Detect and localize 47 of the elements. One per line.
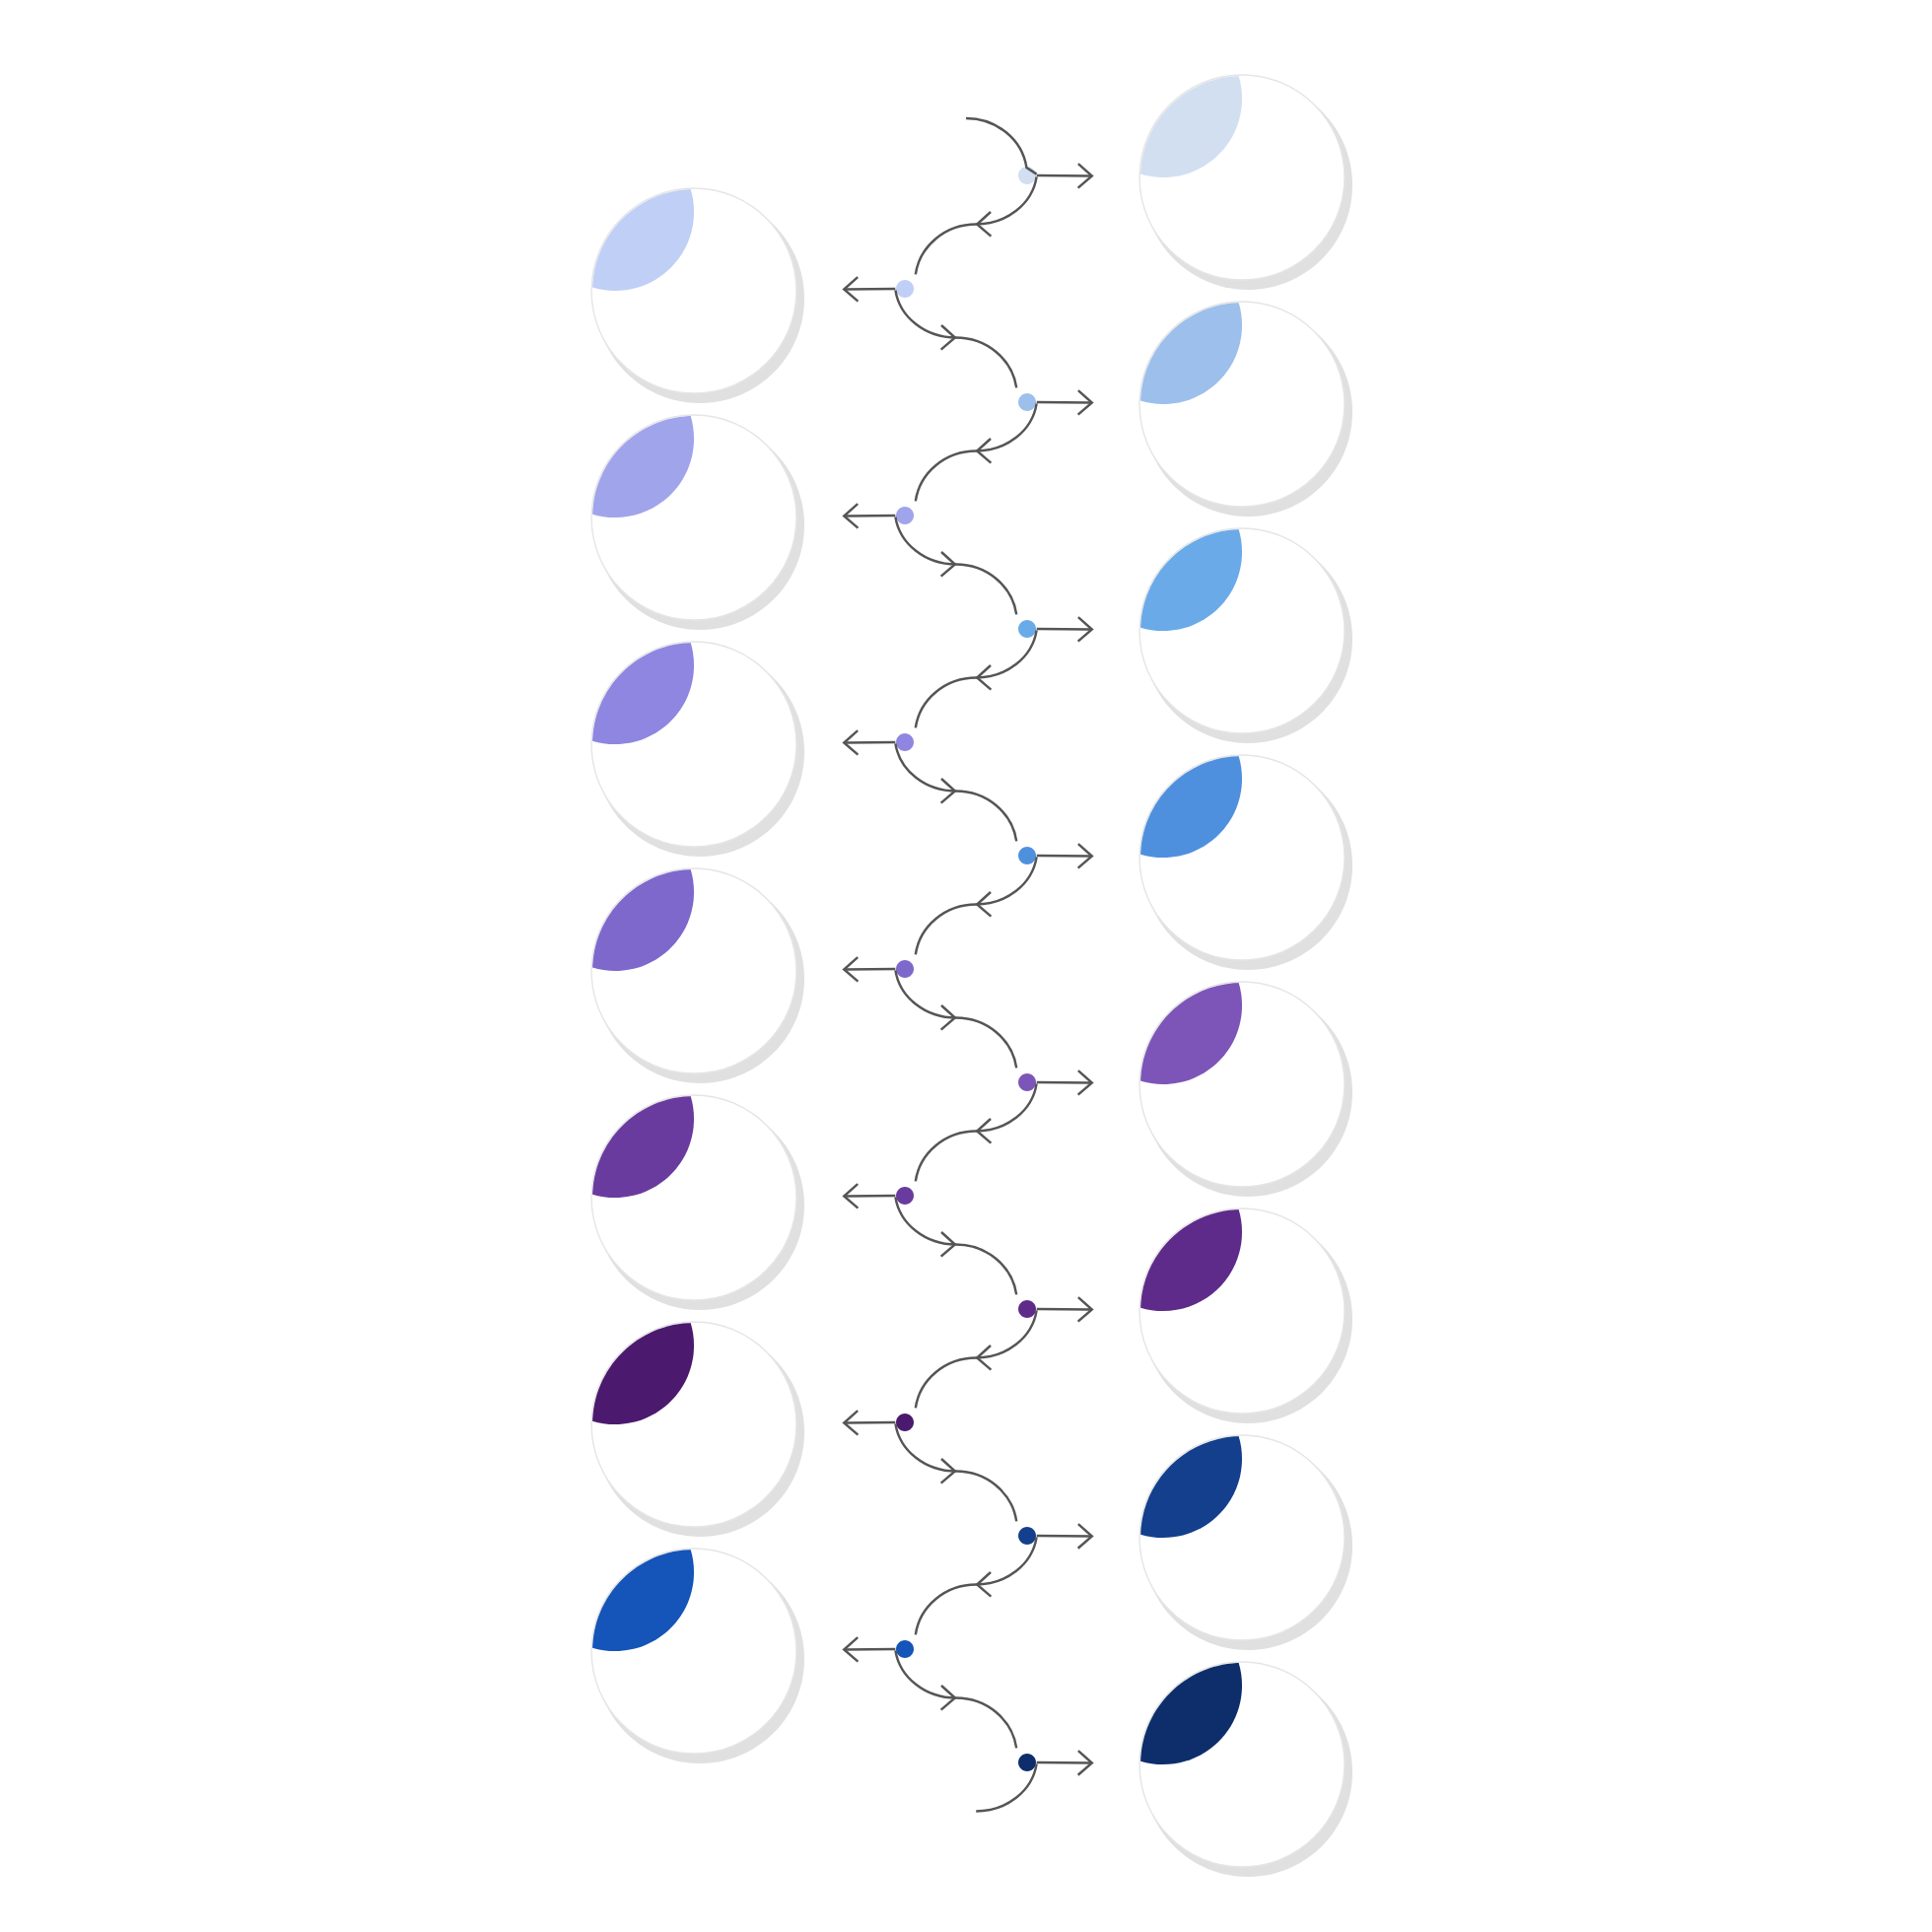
- timeline-dot: [896, 733, 914, 751]
- arrow: [842, 276, 896, 303]
- arrow: [842, 1636, 896, 1663]
- arrow: [842, 503, 896, 529]
- step-circle: [590, 641, 804, 857]
- step-circle: [1138, 1661, 1352, 1877]
- timeline-dot: [1018, 620, 1036, 638]
- step-circle: [590, 1548, 804, 1763]
- step-circle: [590, 1321, 804, 1537]
- curved-line: [976, 1763, 1038, 1813]
- timeline-dot: [1018, 167, 1036, 184]
- step-circle: [590, 414, 804, 630]
- step-circle: [590, 1094, 804, 1310]
- step-circle: [1138, 301, 1352, 517]
- timeline-dot: [896, 1640, 914, 1658]
- curved-line: [965, 116, 1038, 175]
- arrow: [1036, 389, 1094, 416]
- timeline-dot: [896, 1414, 914, 1431]
- arrow: [842, 1183, 896, 1209]
- timeline-dot: [896, 960, 914, 978]
- timeline-dot: [1018, 1754, 1036, 1771]
- arrow: [842, 956, 896, 983]
- arrow: [1036, 1750, 1094, 1776]
- arrow: [1036, 163, 1094, 189]
- step-circle: [1138, 754, 1352, 970]
- timeline-dot: [1018, 1527, 1036, 1545]
- timeline-dot: [896, 507, 914, 524]
- arrow: [1036, 616, 1094, 643]
- step-circle: [590, 187, 804, 403]
- timeline-dot: [1018, 847, 1036, 864]
- step-circle: [1138, 527, 1352, 743]
- step-circle: [1138, 1434, 1352, 1650]
- timeline-dot: [896, 1187, 914, 1205]
- timeline-dot: [1018, 1073, 1036, 1091]
- arrow: [1036, 1070, 1094, 1096]
- timeline-dot: [1018, 1300, 1036, 1318]
- arrow: [1036, 1296, 1094, 1323]
- timeline-dot: [896, 279, 914, 298]
- step-circle: [1138, 1208, 1352, 1423]
- step-circle: [590, 867, 804, 1083]
- timeline-dot: [1018, 392, 1036, 411]
- arrow: [1036, 1523, 1094, 1550]
- arrow: [842, 1410, 896, 1436]
- step-circle: [1138, 981, 1352, 1197]
- arrow: [1036, 843, 1094, 869]
- arrow: [842, 729, 896, 756]
- step-circle: [1138, 74, 1352, 290]
